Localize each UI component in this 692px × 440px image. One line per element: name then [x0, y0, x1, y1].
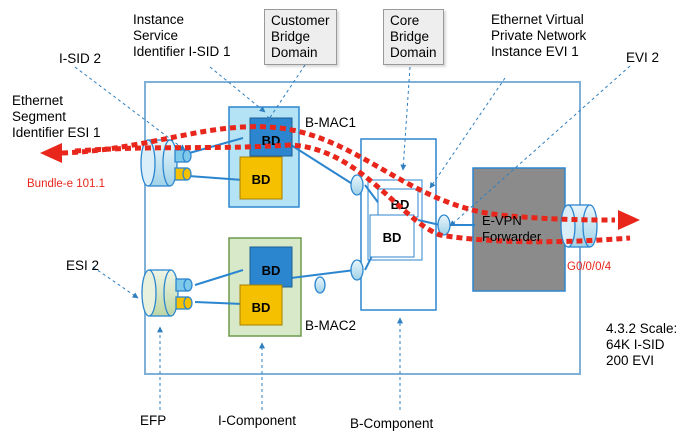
bd-text-4: BD: [252, 300, 271, 315]
esi2-label: ESI 2: [66, 258, 100, 273]
bmac2-label: B-MAC2: [305, 318, 357, 333]
customer-bridge-domain-callout: Customer Bridge Domain: [264, 9, 337, 65]
bd-text-6: BD: [383, 230, 402, 245]
bmac1-label: B-MAC1: [305, 115, 357, 130]
bcomponent-label: B-Component: [350, 416, 434, 431]
bd-block-bmac2-yellow: [239, 284, 283, 326]
core-bridge-domain-callout: Core Bridge Domain: [383, 9, 444, 65]
esi1-label: Ethernet Segment Identifier ESI 1: [12, 93, 101, 140]
evi2-label: EVI 2: [626, 50, 660, 65]
bd-block-bmac1-yellow: [239, 156, 283, 200]
scale-label: 4.3.2 Scale: 64K I-SID 200 EVI: [606, 321, 678, 368]
bundle-label: Bundle-e 101.1: [27, 178, 106, 190]
isid2-label: I-SID 2: [59, 51, 102, 66]
evpn-forwarder-label: E-VPN Forwarder: [482, 213, 542, 244]
efp-label: EFP: [140, 413, 167, 428]
flow-arrow-right: [618, 210, 640, 230]
bd-blocks: [239, 117, 419, 326]
callout-lines: [74, 64, 631, 410]
bd-block-bmac1-blue: [249, 117, 293, 157]
g0-label: G0/0/0/4: [567, 261, 612, 273]
traffic-flows: [61, 124, 631, 245]
icomponent-label: I-Component: [218, 413, 297, 428]
bd-text-2: BD: [252, 172, 271, 187]
bd-block-core-2: [369, 214, 415, 258]
evpn-forwarder-box: [472, 167, 566, 292]
flow-arrow-left: [40, 143, 62, 163]
isid1-label: Instance Service Identifier I-SID 1: [133, 12, 231, 59]
bd-block-bmac2-blue: [249, 246, 293, 288]
ports: [140, 139, 598, 317]
bd-text-3: BD: [262, 263, 281, 278]
evi1-label: Ethernet Virtual Private Network Instanc…: [491, 12, 587, 59]
